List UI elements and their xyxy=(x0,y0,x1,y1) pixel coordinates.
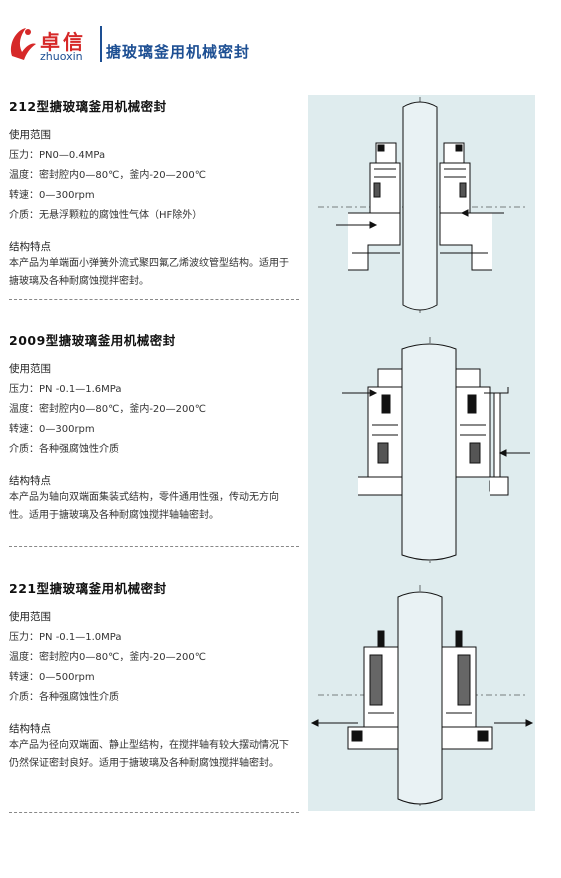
spec-pressure: 压力：PN -0.1—1.0MPa xyxy=(9,632,122,643)
brand-logo-icon xyxy=(10,28,37,60)
usage-label: 使用范围 xyxy=(9,363,51,375)
spec-pressure: 压力：PN -0.1—1.6MPa xyxy=(9,384,122,395)
page-title: 搪玻璃釜用机械密封 xyxy=(106,43,251,61)
spec-temperature: 温度：密封腔内0—80℃，釜内-20—200℃ xyxy=(9,170,206,181)
usage-label: 使用范围 xyxy=(9,611,51,623)
product-title: 2009型搪玻璃釜用机械密封 xyxy=(9,333,176,348)
feature-text: 本产品为轴向双端面集装式结构，零件通用性强，传动无方向性。适用于搪玻璃及各种耐腐… xyxy=(9,492,279,521)
section-divider xyxy=(9,299,299,300)
spec-speed: 转速：0—300rpm xyxy=(9,190,95,201)
spec-speed: 转速：0—300rpm xyxy=(9,424,95,435)
usage-label: 使用范围 xyxy=(9,129,51,141)
spec-medium: 介质：各种强腐蚀性介质 xyxy=(9,692,119,703)
product-section-221: 221型搪玻璃釜用机械密封 使用范围 压力：PN -0.1—1.0MPa 温度：… xyxy=(9,578,299,773)
product-title: 212型搪玻璃釜用机械密封 xyxy=(9,99,167,114)
feature-label: 结构特点 xyxy=(9,723,51,735)
spec-pressure: 压力：PN0—0.4MPa xyxy=(9,150,106,161)
seal-212-drawing xyxy=(318,97,526,313)
section-divider xyxy=(9,812,299,813)
section-divider xyxy=(9,546,299,547)
spec-speed: 转速：0—500rpm xyxy=(9,672,95,683)
feature-text: 本产品为径向双端面、静止型结构，在搅拌轴有较大摆动情况下仍然保证密封良好。适用于… xyxy=(9,740,289,769)
header-divider xyxy=(100,26,102,62)
feature-text: 本产品为单端面小弹簧外流式聚四氟乙烯波纹管型结构。适用于搪玻璃及各种耐腐蚀搅拌密… xyxy=(9,258,289,287)
drawings-panel xyxy=(308,95,535,811)
brand-name-en: zhuoxin xyxy=(40,50,83,63)
spec-medium: 介质：各种强腐蚀性介质 xyxy=(9,444,119,455)
product-section-212: 212型搪玻璃釜用机械密封 使用范围 压力：PN0—0.4MPa 温度：密封腔内… xyxy=(9,96,299,291)
product-title: 221型搪玻璃釜用机械密封 xyxy=(9,581,167,596)
seal-2009-drawing xyxy=(342,337,530,563)
spec-temperature: 温度：密封腔内0—80℃，釜内-20—200℃ xyxy=(9,404,206,415)
spec-temperature: 温度：密封腔内0—80℃，釜内-20—200℃ xyxy=(9,652,206,663)
seal-221-drawing xyxy=(310,585,534,807)
feature-label: 结构特点 xyxy=(9,475,51,487)
spec-medium: 介质：无悬浮颗粒的腐蚀性气体（HF除外） xyxy=(9,210,203,221)
feature-label: 结构特点 xyxy=(9,241,51,253)
page-header: 卓信 zhuoxin 搪玻璃釜用机械密封 xyxy=(0,0,561,72)
product-section-2009: 2009型搪玻璃釜用机械密封 使用范围 压力：PN -0.1—1.6MPa 温度… xyxy=(9,330,299,525)
brand-name-cn: 卓信 xyxy=(40,30,86,54)
